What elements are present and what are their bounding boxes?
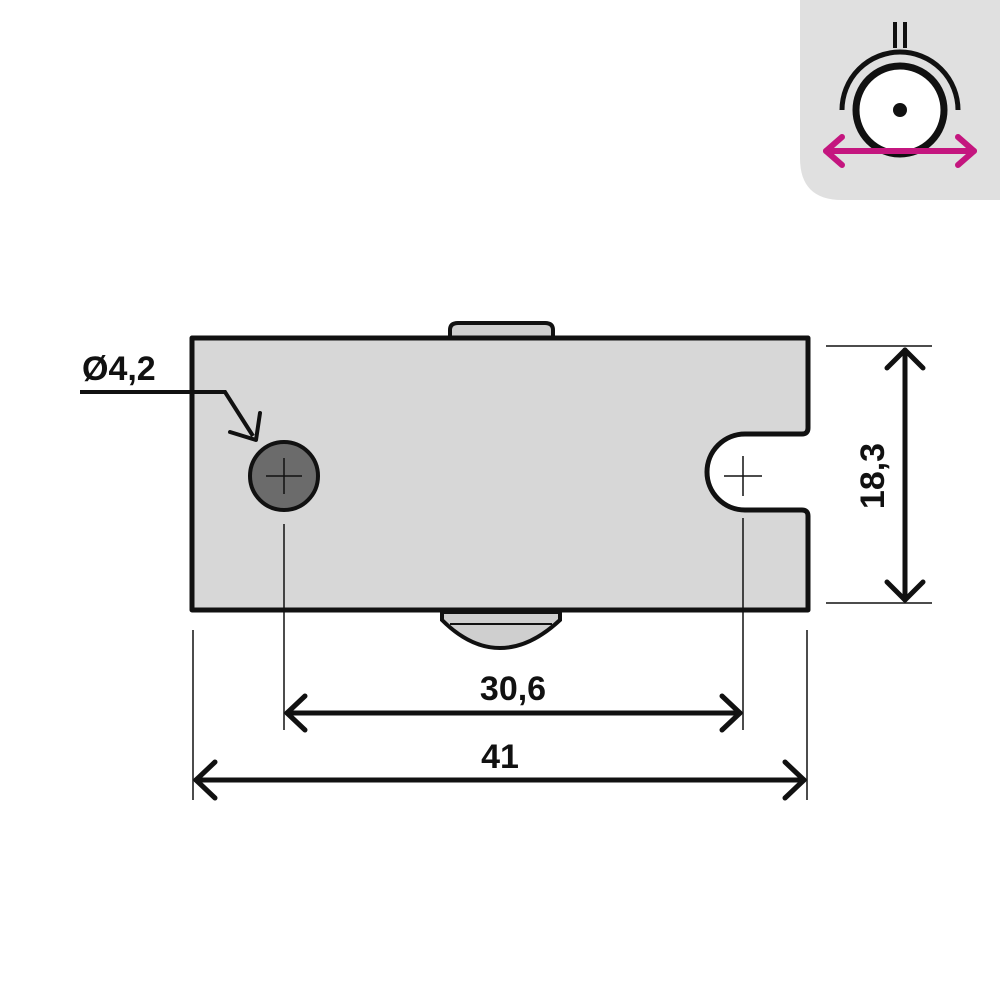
slot-center-mark bbox=[724, 456, 762, 496]
bidirectional-arrow-icon bbox=[823, 134, 977, 168]
hole-center-mark bbox=[266, 458, 302, 494]
diameter-callout: Ø4,2 bbox=[80, 350, 262, 442]
overall-height-dimension bbox=[884, 347, 926, 603]
overall-height-label: 18,3 bbox=[854, 443, 892, 509]
hole-diameter-label: Ø4,2 bbox=[82, 350, 156, 388]
roller-body bbox=[189, 335, 811, 613]
hole-spacing-dimension bbox=[284, 693, 743, 733]
wheel-bottom-edge bbox=[440, 610, 562, 651]
overall-width-label: 41 bbox=[481, 738, 519, 776]
hole-spacing-label: 30,6 bbox=[480, 670, 546, 708]
overall-width-dimension bbox=[193, 759, 807, 801]
wheel-top-edge bbox=[448, 321, 555, 338]
wheel-movement-icon bbox=[823, 22, 977, 168]
movement-icon-panel bbox=[800, 0, 1000, 200]
wheel-housing-arc-icon bbox=[839, 49, 961, 111]
wheel-axle-icon bbox=[893, 103, 907, 117]
extension-lines bbox=[192, 345, 932, 800]
